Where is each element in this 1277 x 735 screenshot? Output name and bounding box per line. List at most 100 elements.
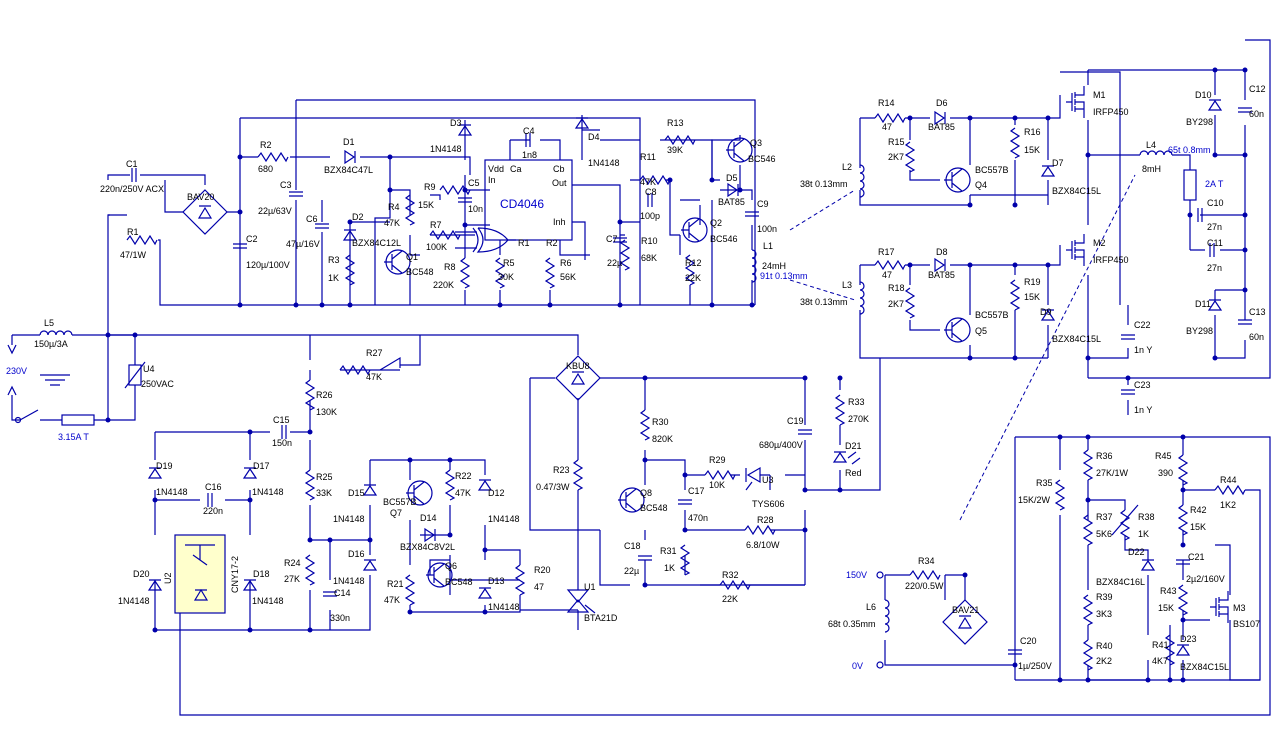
r37-label: R37 [1096, 512, 1113, 522]
pin-r1: R1 [518, 238, 530, 248]
resistor-r15-symbol [905, 141, 915, 173]
r31-value: 1K [664, 563, 675, 573]
resistor-r28-symbol [744, 525, 776, 535]
c14-label: C14 [334, 588, 351, 598]
r21-value: 47K [384, 595, 400, 605]
l4-winding: 65t 0.8mm [1168, 145, 1211, 155]
c15-label: C15 [273, 415, 290, 425]
resistor-r39-symbol [1083, 594, 1093, 626]
kbu8-label: KBU8 [566, 361, 590, 371]
diode-d10-symbol [1208, 99, 1222, 111]
q7-value: BC557B [383, 497, 417, 507]
resistor-r44-symbol [1214, 485, 1246, 495]
r29-value: 10K [709, 480, 725, 490]
capacitor-c9-symbol [744, 211, 760, 217]
c7-label: C7 [606, 234, 618, 244]
c4-label: C4 [523, 126, 535, 136]
r36-value: 27K/1W [1096, 468, 1129, 478]
r2-value: 680 [258, 164, 273, 174]
pin-in: In [488, 175, 496, 185]
c23-label: C23 [1134, 380, 1151, 390]
r26-label: R26 [316, 390, 333, 400]
d14-label: D14 [420, 513, 437, 523]
resistor-r36-symbol [1083, 449, 1093, 481]
u2-label: U2 [163, 572, 173, 584]
d18-value: 1N4148 [252, 596, 284, 606]
c8-label: C8 [645, 187, 657, 197]
r5-value: 30K [498, 272, 514, 282]
d19-label: D19 [156, 461, 173, 471]
pin-ca: Ca [510, 164, 522, 174]
capacitor-c16-symbol [207, 492, 213, 508]
d13-value: 1N4148 [488, 602, 520, 612]
fuse-label: 3.15A T [58, 432, 89, 442]
r17-value: 47 [882, 270, 892, 280]
d22-value: BZX84C16L [1096, 577, 1145, 587]
c19-label: C19 [787, 416, 804, 426]
resistor-r34-symbol [909, 570, 941, 580]
pin-vdd: Vdd [488, 164, 504, 174]
c9-label: C9 [757, 199, 769, 209]
l5-value: 150µ/3A [34, 339, 68, 349]
q2-label: Q2 [710, 218, 722, 228]
r9-label: R9 [424, 182, 436, 192]
c10-label: C10 [1207, 198, 1224, 208]
c5-label: C5 [468, 178, 480, 188]
r16-label: R16 [1024, 127, 1041, 137]
r39-value: 3K3 [1096, 609, 1112, 619]
r38-value: 1K [1138, 529, 1149, 539]
r6-value: 56K [560, 272, 576, 282]
r14-value: 47 [882, 122, 892, 132]
q7-label: Q7 [390, 508, 402, 518]
c8-value: 100p [640, 211, 660, 221]
d7-value: BZX84C15L [1052, 186, 1101, 196]
xor-gate-symbol [455, 227, 516, 253]
fuse-symbol [61, 414, 95, 426]
r33-label: R33 [848, 397, 865, 407]
r7-label: R7 [430, 220, 442, 230]
r31-label: R31 [660, 546, 677, 556]
capacitor-c17-symbol [677, 499, 693, 505]
r39-label: R39 [1096, 592, 1113, 602]
transistor-q5-symbol [943, 317, 971, 343]
pin-out: Out [552, 178, 567, 188]
l2-label: L2 [842, 162, 852, 172]
l6-label: L6 [866, 602, 876, 612]
d10-label: D10 [1195, 90, 1212, 100]
c12-value: 60n [1249, 109, 1264, 119]
l6-value: 68t 0.35mm [828, 619, 876, 629]
zener-d23-symbol [1176, 644, 1190, 656]
r38-label: R38 [1138, 512, 1155, 522]
d9-value: BZX84C15L [1052, 334, 1101, 344]
u3-value: TYS606 [752, 499, 785, 509]
u3-label: U3 [762, 475, 774, 485]
d19-value: 1N4148 [156, 487, 188, 497]
capacitor-c3-symbol [288, 191, 304, 197]
c14-value: 330n [330, 613, 350, 623]
r13-label: R13 [667, 118, 684, 128]
r7-value: 100K [426, 242, 447, 252]
l1-value: 24mH [762, 261, 786, 271]
resistor-r2-symbol [257, 152, 289, 162]
r13-value: 39K [667, 145, 683, 155]
r35-label: R35 [1036, 478, 1053, 488]
switch-icon [19, 409, 39, 421]
r15-value: 2K7 [888, 152, 904, 162]
r33-value: 270K [848, 414, 869, 424]
d20-value: 1N4148 [118, 596, 150, 606]
d23-value: BZX84C15L [1180, 662, 1229, 672]
c6-label: C6 [306, 214, 318, 224]
d21-label: D21 [845, 441, 862, 451]
lamp-label: 2A T [1205, 179, 1224, 189]
c22-label: C22 [1134, 320, 1151, 330]
r8-value: 220K [433, 280, 454, 290]
r19-label: R19 [1024, 277, 1041, 287]
d18-label: D18 [253, 569, 270, 579]
r34-value: 220/0.5W [905, 581, 944, 591]
resistor-r16-symbol [1010, 127, 1020, 159]
resistor-r24-symbol [305, 554, 315, 586]
r42-label: R42 [1190, 505, 1207, 515]
r25-value: 33K [316, 488, 332, 498]
r23-label: R23 [553, 465, 570, 475]
